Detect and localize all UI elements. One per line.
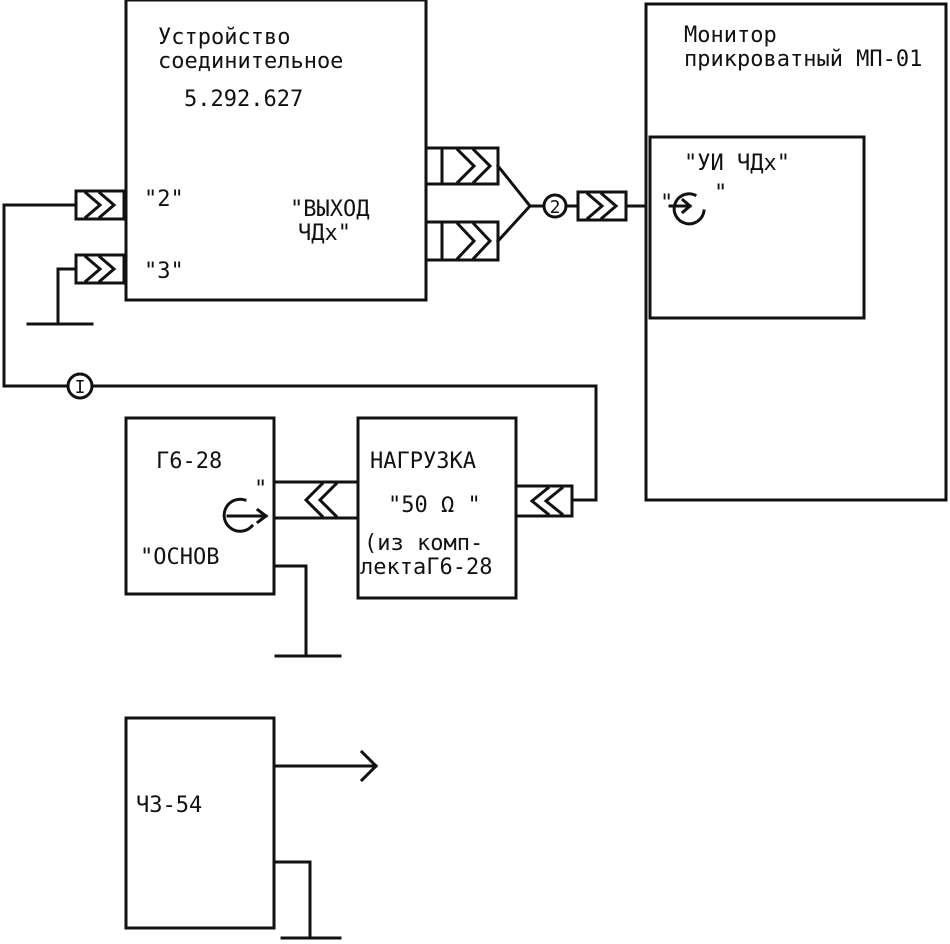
monitor-input-jack-icon <box>668 192 706 226</box>
connector-device-code: 5.292.627 <box>184 87 303 112</box>
output-label-line2: ЧДх" <box>298 221 351 246</box>
y-splitter <box>495 163 546 244</box>
generator-load-connector <box>272 480 360 520</box>
monitor-title-line2: прикроватный МП-01 <box>684 47 922 72</box>
output-connector-bottom <box>424 220 500 262</box>
connector-device-title-line1: Устройство <box>158 25 290 50</box>
generator-output-jack-icon <box>222 497 269 533</box>
port-2-connector <box>74 189 126 221</box>
monitor-input-quote-open: " <box>660 191 673 216</box>
generator-block: Г6-28 " "ОСНОВ <box>124 416 342 658</box>
load-value: "50 Ω " <box>388 493 481 518</box>
port-3-connector <box>26 253 126 326</box>
connector-device-title-line2: соединительное <box>158 49 343 74</box>
port-2-label: "2" <box>144 187 184 212</box>
connector-device-box <box>124 0 428 302</box>
monitor-module-label: "УИ ЧДх" <box>684 151 790 176</box>
connector-device-block: Устройство соединительное 5.292.627 "2" … <box>124 0 428 302</box>
monitor-input-quote-close: " <box>714 181 727 206</box>
load-output-connector <box>514 484 574 518</box>
generator-port-label: "ОСНОВ <box>140 545 219 570</box>
cable-1: I <box>2 203 598 502</box>
counter-block: Ч3-54 <box>124 716 379 940</box>
counter-box <box>124 716 276 930</box>
svg-text:I: I <box>75 377 86 398</box>
counter-name: Ч3-54 <box>136 793 202 818</box>
load-note-line2: лектаГ6-28 <box>360 555 492 580</box>
monitor-block: Монитор прикроватный МП-01 "УИ ЧДх" " " <box>644 2 948 502</box>
svg-text:2: 2 <box>550 197 561 218</box>
monitor-input-connector <box>576 190 628 222</box>
load-box <box>356 416 518 600</box>
output-label-line1: "ВЫХОД <box>290 197 369 222</box>
cable-2-marker: 2 <box>542 193 568 219</box>
generator-name: Г6-28 <box>156 449 222 474</box>
generator-port-quote: " <box>254 477 267 502</box>
port-3-label: "3" <box>144 259 184 284</box>
load-note-line1: (из комп- <box>364 531 483 556</box>
output-connector-top <box>424 146 500 186</box>
counter-output-arrow-icon <box>272 749 379 783</box>
generator-box <box>124 416 276 596</box>
load-title: НАГРУЗКА <box>370 449 476 474</box>
load-block: НАГРУЗКА "50 Ω " (из комп- лектаГ6-28 <box>356 416 518 600</box>
monitor-title-line1: Монитор <box>684 23 777 48</box>
monitor-module-box <box>648 135 866 320</box>
